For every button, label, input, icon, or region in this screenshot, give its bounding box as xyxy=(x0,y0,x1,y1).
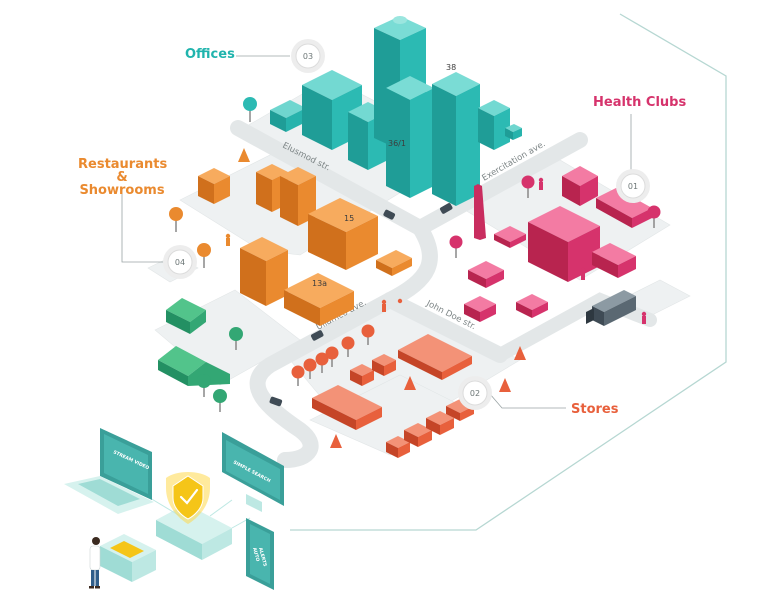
marker-02-text: 02 xyxy=(470,389,480,398)
health-clubs-buildings xyxy=(464,166,652,322)
building-number-38: 38 xyxy=(446,63,456,72)
restaurants-buildings xyxy=(198,164,412,326)
district-label-health-clubs: Health Clubs xyxy=(593,95,687,110)
building-number-13a: 13a xyxy=(312,279,327,288)
roads xyxy=(230,120,657,468)
marker-01-text: 01 xyxy=(628,182,638,191)
district-label-restaurants: Restaurants & Showrooms xyxy=(78,157,168,198)
marker-04: 04 xyxy=(163,245,197,279)
restaurants-line-3: Showrooms xyxy=(79,183,165,198)
marker-04-text: 04 xyxy=(175,258,185,267)
security-platform xyxy=(149,497,251,560)
restaurants-line-2: & xyxy=(116,170,128,185)
shield-check-icon xyxy=(166,472,210,524)
building-number-36-1: 36/1 xyxy=(388,139,406,148)
label-alerts: ALERTS xyxy=(257,547,268,567)
monitor-simple-search: SIMPLE SEARCH xyxy=(222,432,284,512)
green-houses xyxy=(158,298,230,386)
tree-icon xyxy=(169,97,661,448)
tablet-person xyxy=(89,534,156,589)
marker-03-text: 03 xyxy=(303,52,313,61)
car-icon xyxy=(269,203,453,407)
district-label-offices: Offices xyxy=(185,47,235,62)
stores-buildings xyxy=(312,334,474,458)
building-number-15: 15 xyxy=(344,214,354,223)
offices-buildings xyxy=(270,16,522,206)
label-auto: AUTO xyxy=(251,547,260,562)
laptop-stream-video: STREAM VIDEO xyxy=(64,428,154,514)
leader-lines xyxy=(121,55,632,409)
truck-icon xyxy=(586,290,636,326)
phone-auto-alerts: AUTO ALERTS xyxy=(246,518,274,590)
restaurants-line-1: Restaurants xyxy=(78,157,168,172)
marker-01: 01 xyxy=(616,169,650,203)
person-icon xyxy=(225,177,647,324)
marker-02: 02 xyxy=(458,376,492,410)
marker-03: 03 xyxy=(291,39,325,73)
frame-outline xyxy=(290,13,727,531)
district-label-stores: Stores xyxy=(571,402,619,417)
